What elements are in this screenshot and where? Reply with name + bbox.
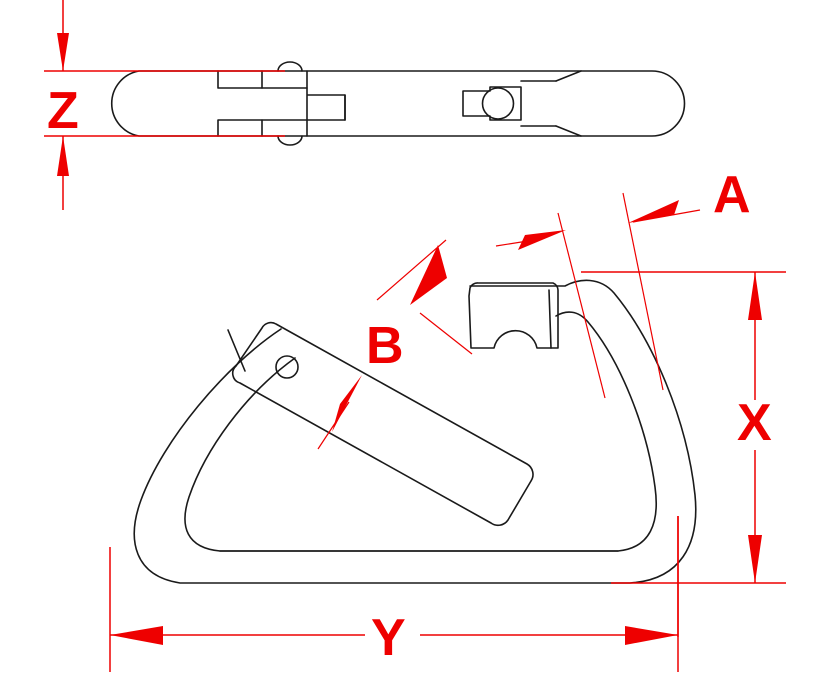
dimension-A-group: A [622,166,751,391]
top-view-nose-taper-upper [555,70,582,82]
front-view-gate-hinge-line [227,329,246,372]
dim-X-arrowhead-top [748,272,762,320]
dim-A-leader-thin-line [622,192,664,391]
dim-Z-arrow-upper [57,33,69,71]
dim-A2-arrowhead [518,230,566,250]
dim-Y-arrowhead-right [625,626,678,645]
top-view-latch-notch [462,86,522,121]
top-view-latch-pin [481,87,515,120]
dim-A-arrowhead [628,200,679,223]
top-view-rivet-bottom-arc [277,135,303,146]
dim-Z-arrow-lower [57,136,69,176]
top-view-outer-body [110,70,686,137]
front-view-latch-keeper-divider [548,289,552,349]
dimension-Z-group: Z [44,0,285,210]
front-view-group [133,279,697,584]
dim-A2-leader-thin-line [557,212,606,399]
dim-B-leader-upper-tail [419,312,473,355]
front-view-gate-lever [232,321,534,527]
top-view-nose-taper-lower [555,125,582,137]
dimension-X-group: X [581,271,786,637]
front-view-gate-rivet-hole [275,355,299,379]
dimension-A-secondary-leader-group [495,212,606,399]
front-view-body-inner [184,311,657,552]
dim-label-A: A [713,166,751,224]
dim-B-arrowhead-upper [410,245,447,305]
dimension-Y-group: Y [109,516,679,672]
top-view-gate-block [306,87,346,121]
dim-B-leader-lower-line [317,401,350,450]
front-view-latch-keeper [468,282,559,349]
top-view-rivet-top-arc [277,61,303,72]
dim-label-Z: Z [47,82,79,140]
dim-B-arrowhead-lower [332,375,362,432]
dim-label-Y: Y [371,609,406,667]
dim-X-arrowhead-bottom [748,535,762,583]
dim-label-B: B [366,317,404,375]
front-view-body-outer [133,279,697,584]
dim-label-X: X [737,394,772,452]
dim-B-leader-upper-line [376,239,447,301]
dimension-B-group: B [317,239,473,450]
dim-Y-arrowhead-left [110,626,163,645]
top-view-group [110,61,686,146]
